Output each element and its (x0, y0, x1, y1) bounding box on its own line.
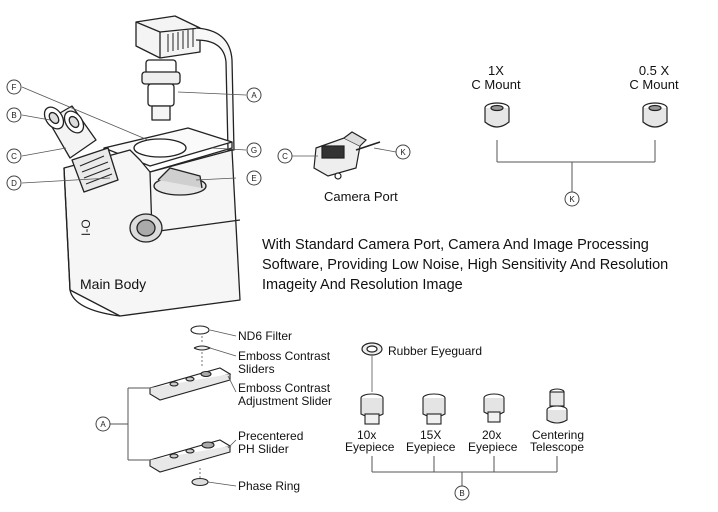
callout-f-main: F (6, 79, 22, 95)
svg-text:C: C (282, 152, 288, 161)
slider-bracket (110, 387, 150, 461)
callout-a-sliders: A (95, 416, 111, 432)
eyepiece-20x-label-line2: Eyepiece (468, 440, 518, 454)
ph-slider-label-line1: Precentered (238, 429, 303, 443)
c-mount-1x-label-line2: C Mount (471, 77, 521, 92)
phase-ring-icon (191, 477, 209, 487)
svg-text:B: B (459, 489, 464, 498)
emboss-adjust-label-line2: Adjustment Slider (238, 394, 332, 408)
description-line-3: Imageity And Resolution Image (262, 277, 463, 293)
svg-text:A: A (251, 91, 257, 100)
main-body-callout-lines (21, 86, 247, 184)
nd6-filter-icon (190, 325, 212, 351)
c-mount-05x-label-line1: 0.5 X (639, 63, 670, 78)
callout-g-main: G (246, 142, 262, 158)
eyepiece-20x-label-line1: 20x (482, 428, 501, 442)
eyepiece-15x-label-line1: 15X (420, 428, 441, 442)
svg-text:I-O: I-O (79, 219, 93, 236)
rubber-eyeguard-icon (361, 342, 383, 356)
main-body-caption: Main Body (80, 276, 146, 292)
callout-e-main: E (246, 170, 262, 186)
microscope-main-body-drawing: I-O (43, 15, 241, 317)
svg-text:F: F (12, 83, 17, 92)
eyepiece-20x-icon (483, 393, 505, 423)
callout-k-camera: K (395, 144, 411, 160)
emboss-sliders-label-line1: Emboss Contrast (238, 349, 331, 363)
description-line-1: With Standard Camera Port, Camera And Im… (262, 237, 649, 253)
ph-slider-label-line2: PH Slider (238, 442, 289, 456)
callout-a-main: A (246, 87, 262, 103)
svg-text:E: E (251, 174, 256, 183)
svg-text:K: K (400, 148, 406, 157)
emboss-contrast-slider-icon (148, 367, 232, 401)
camera-port-callout-lines (292, 147, 397, 157)
callout-b-eyepieces: B (454, 485, 470, 501)
rubber-eyeguard-label: Rubber Eyeguard (388, 344, 482, 358)
emboss-adjust-label-line1: Emboss Contrast (238, 381, 331, 395)
emboss-sliders-label-line2: Sliders (238, 362, 275, 376)
eyepiece-bracket (371, 456, 558, 486)
callout-k-mounts: K (564, 191, 580, 207)
ph-slider-icon (148, 439, 232, 473)
nd6-filter-label: ND6 Filter (238, 329, 292, 343)
camera-port-drawing (313, 131, 381, 180)
camera-port-caption: Camera Port (324, 189, 398, 204)
eyepiece-10x-label-line2: Eyepiece (345, 440, 395, 454)
eyepiece-15x-icon (422, 393, 446, 425)
phase-ring-label: Phase Ring (238, 479, 300, 493)
callout-c-main: C (6, 148, 22, 164)
main-body-callouts: A B C D E F G (6, 79, 262, 191)
c-mount-1x-label-line1: 1X (488, 63, 504, 78)
c-mount-05x-label-line2: C Mount (629, 77, 679, 92)
centering-telescope-label-line2: Telescope (530, 440, 584, 454)
svg-text:B: B (11, 111, 16, 120)
svg-text:D: D (11, 179, 17, 188)
svg-text:K: K (569, 195, 575, 204)
c-mount-bracket (496, 140, 656, 192)
c-mount-1x-icon (484, 102, 510, 128)
svg-text:G: G (251, 146, 257, 155)
callout-b-main: B (6, 107, 22, 123)
description-line-2: Software, Providing Low Noise, High Sens… (262, 257, 668, 273)
centering-telescope-icon (546, 388, 568, 424)
eyepiece-10x-icon (360, 393, 384, 425)
centering-telescope-label-line1: Centering (532, 428, 584, 442)
eyepiece-15x-label-line2: Eyepiece (406, 440, 456, 454)
callout-d-main: D (6, 175, 22, 191)
eyepiece-10x-label-line1: 10x (357, 428, 376, 442)
callout-c-camera: C (277, 148, 293, 164)
c-mount-05x-icon (642, 102, 668, 128)
slider-leader-lines (199, 329, 237, 487)
svg-text:C: C (11, 152, 17, 161)
svg-text:A: A (100, 420, 106, 429)
